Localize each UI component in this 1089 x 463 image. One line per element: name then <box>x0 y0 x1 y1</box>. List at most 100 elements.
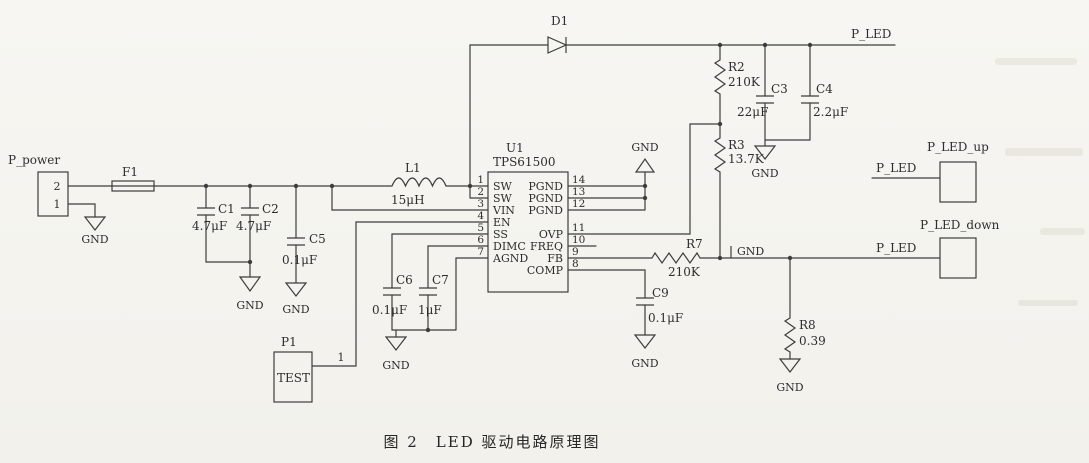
c1-value: 4.7μF <box>192 219 227 233</box>
p1-name: TEST <box>277 371 310 385</box>
power-pin-2: 2 <box>54 180 61 193</box>
ic-pin-num: 1 <box>477 174 484 186</box>
capacitor-symbol <box>241 207 259 216</box>
r8-value: 0.39 <box>799 334 826 348</box>
ic-pin-num: 6 <box>477 234 484 246</box>
junction <box>203 183 209 189</box>
c3-value: 22μF <box>737 105 768 119</box>
ground-symbol <box>753 145 777 160</box>
inductor-symbol <box>391 177 447 188</box>
led-down-body <box>939 237 977 279</box>
fuse-f1: F1 <box>111 165 155 192</box>
power-connector-body <box>37 171 69 217</box>
resistor-symbol <box>783 317 797 353</box>
scan-artifacts <box>995 58 1085 306</box>
ic-pin-num: 13 <box>572 186 585 198</box>
c2-value: 4.7μF <box>236 219 271 233</box>
capacitor-symbol <box>756 95 774 104</box>
ic-pin-name: SS <box>493 228 508 241</box>
junction <box>717 255 723 261</box>
test-connector-p1: P1 TEST 1 <box>273 221 489 403</box>
wire <box>391 257 489 338</box>
r7-label: R7 <box>686 237 703 251</box>
gnd-label: GND <box>631 357 658 370</box>
led-connector-down: P_LED_down P_LED <box>876 218 1000 279</box>
resistor-symbol <box>713 59 727 95</box>
ic-pin-num: 8 <box>572 258 579 270</box>
scan-artifact <box>995 58 1077 65</box>
ic-pin-name: EN <box>493 216 511 229</box>
led-up-body <box>939 161 977 203</box>
gnd-label: GND <box>382 359 409 372</box>
wire <box>205 261 251 278</box>
resistor-r7: R7 210K <box>567 237 721 279</box>
capacitor-c9: C9 0.1μF GND <box>567 269 683 370</box>
c3-c4-ground: GND <box>751 139 811 180</box>
ic-pin-name: FB <box>547 252 563 265</box>
inductor-l1: L1 15μH <box>391 161 447 207</box>
c4-value: 2.2μF <box>813 105 848 119</box>
power-pin-1: 1 <box>54 198 61 211</box>
ic-pin-name: VIN <box>492 204 515 217</box>
junction <box>642 195 648 201</box>
ic-pin-num: 3 <box>477 198 484 210</box>
led-down-label: P_LED_down <box>920 218 1000 232</box>
gnd-label: GND <box>81 233 108 246</box>
capacitor-symbol <box>419 287 437 296</box>
r7-value: 210K <box>668 265 701 279</box>
r3-label: R3 <box>728 138 745 152</box>
en-wire <box>311 221 489 367</box>
capacitor-symbol <box>197 207 215 216</box>
ic-pin-num: 10 <box>572 234 585 246</box>
capacitor-c5: C5 0.1μF GND <box>282 185 326 316</box>
ic-body <box>487 171 569 293</box>
ground-symbol <box>238 276 262 293</box>
c3-label: C3 <box>771 82 788 96</box>
wire <box>427 245 489 331</box>
ic-pin-num: 7 <box>477 246 484 258</box>
c4-label: C4 <box>816 82 833 96</box>
c1-label: C1 <box>218 202 235 216</box>
wire <box>567 171 646 211</box>
ground-symbol <box>384 336 408 351</box>
junction <box>247 259 253 265</box>
capacitor-c7: C7 1μF <box>418 245 489 331</box>
junction <box>717 121 723 127</box>
r8-label: R8 <box>799 318 816 332</box>
scan-artifact <box>1018 300 1078 306</box>
junction <box>247 183 253 189</box>
p1-pin-1: 1 <box>338 351 345 364</box>
d1-label: D1 <box>551 14 568 28</box>
ic-pin-num: 14 <box>572 174 586 186</box>
ic-pin-name: AGND <box>492 252 528 265</box>
led-connector-up: P_LED_up P_LED <box>871 140 989 203</box>
ic-pin-num: 4 <box>477 210 484 222</box>
analog-ground: GND <box>382 257 489 372</box>
ic-pin-num: 2 <box>477 186 484 198</box>
ic-pin-num: 5 <box>477 222 484 234</box>
diode-symbol <box>547 36 568 54</box>
capacitor-symbol <box>383 287 401 296</box>
ground-symbol <box>83 216 107 231</box>
resistor-symbol <box>713 137 727 173</box>
c9-label: C9 <box>652 286 669 300</box>
power-connector: P_power 2 1 GND <box>8 153 113 246</box>
junction <box>762 42 768 48</box>
gnd-label: GND <box>631 141 658 154</box>
scan-artifact <box>1040 228 1085 235</box>
c5-value: 0.1μF <box>282 253 317 267</box>
ground-symbol <box>778 358 802 373</box>
ic-pin-name: FREQ <box>530 240 563 253</box>
ic-pin-name: COMP <box>527 264 564 277</box>
junction <box>787 255 793 261</box>
c7-label: C7 <box>432 273 449 287</box>
junction <box>293 183 299 189</box>
capacitor-c6: C6 0.1μF <box>372 233 489 331</box>
capacitor-c3: C3 22μF <box>737 44 788 141</box>
capacitor-c2: C2 4.7μF GND <box>205 185 279 312</box>
resistor-r8: R8 0.39 GND <box>776 257 826 394</box>
feedback-node-line: GND <box>719 245 941 259</box>
fuse-label: F1 <box>122 165 138 179</box>
pled-net-label: P_LED <box>876 161 916 175</box>
